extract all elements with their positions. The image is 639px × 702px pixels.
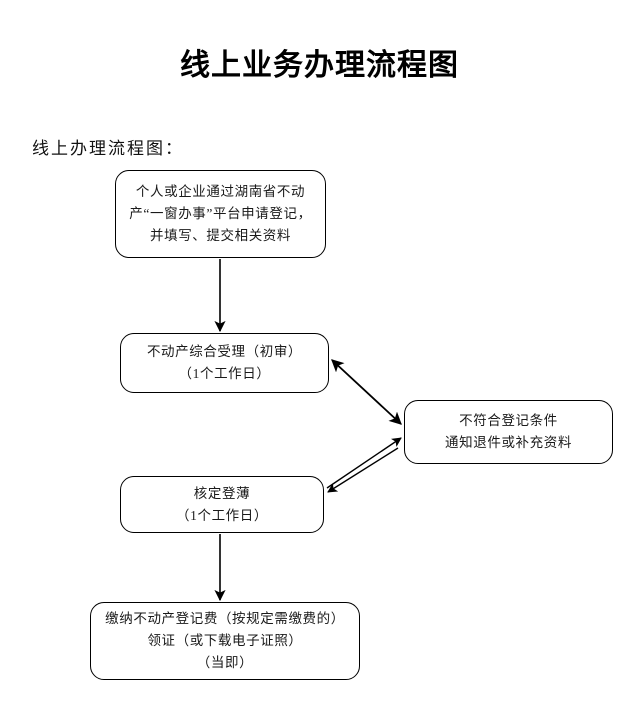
box-text-line: （当即） <box>196 654 254 670</box>
box-text-line: 通知退件或补充资料 <box>445 435 572 450</box>
box-text-line: 不符合登记条件 <box>459 413 558 429</box>
box-text-line: 领证（或下载电子证照） <box>147 633 303 649</box>
box-text-line: 不动产综合受理（初审） <box>146 344 303 360</box>
section-subtitle: 线上办理流程图： <box>32 139 184 158</box>
box-text-line: 核定登薄 <box>193 485 251 501</box>
box-text-line: （1个工作日） <box>178 366 271 381</box>
edge-reject-to-verify <box>327 447 399 493</box>
page-title: 线上业务办理流程图 <box>180 49 459 82</box>
verify-register-box: 核定登薄 （1个工作日） <box>120 476 324 533</box>
non-compliant-notice-box: 不符合登记条件 通知退件或补充资料 <box>404 400 613 464</box>
edge-verify-to-reject <box>326 437 402 489</box>
edge-accept-to-reject <box>331 359 402 425</box>
box-text-line: （1个工作日） <box>176 507 268 523</box>
pay-and-collect-certificate-box: 缴纳不动产登记费（按规定需缴费的） 领证（或下载电子证照） （当即） <box>90 602 360 680</box>
box-text-line: 产“一窗办事”平台申请登记， <box>129 206 312 222</box>
comprehensive-acceptance-box: 不动产综合受理（初审） （1个工作日） <box>120 333 329 393</box>
box-text-line: 缴纳不动产登记费（按规定需缴费的） <box>105 611 345 627</box>
apply-registration-box: 个人或企业通过湖南省不动 产“一窗办事”平台申请登记， 并填写、提交相关资料 <box>115 170 326 258</box>
box-text-line: 个人或企业通过湖南省不动 <box>135 184 306 200</box>
box-text-line: 并填写、提交相关资料 <box>150 227 291 243</box>
